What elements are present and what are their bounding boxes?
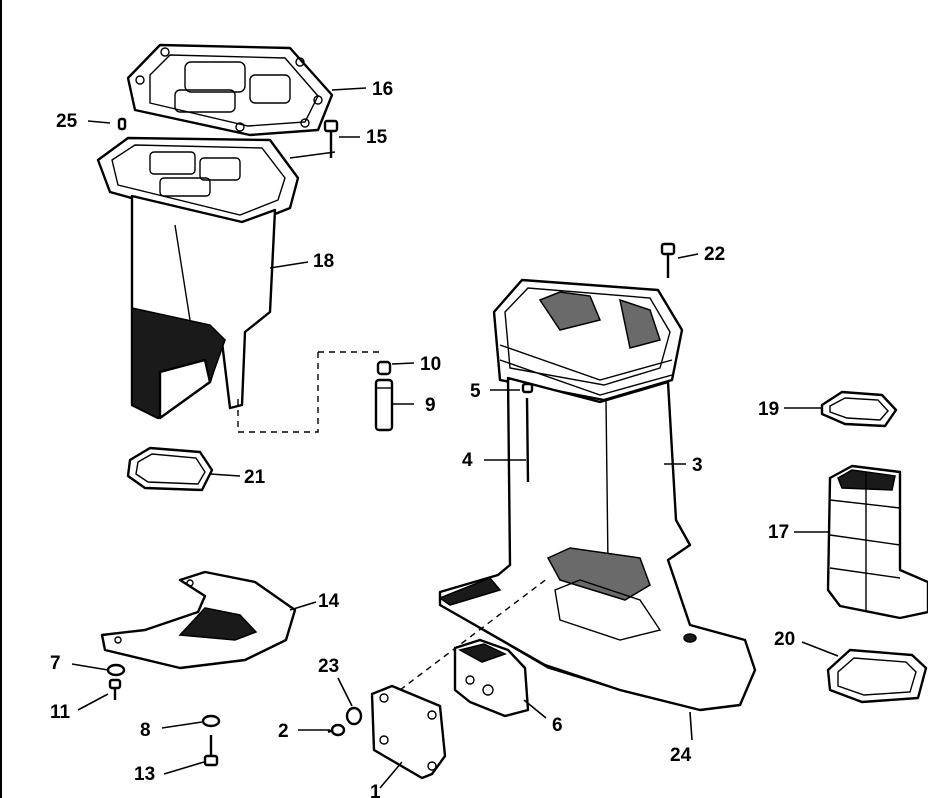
callout-15: 15 — [366, 127, 388, 148]
callout-22: 22 — [704, 244, 725, 265]
part-18-exhaust-housing — [96, 136, 300, 420]
part-22-screw — [660, 242, 676, 278]
part-11-screw — [108, 678, 122, 700]
callout-21: 21 — [244, 467, 266, 488]
part-15-screw — [323, 119, 339, 158]
callout-19: 19 — [758, 399, 779, 420]
callout-10: 10 — [420, 354, 441, 375]
assembly-line-9 — [237, 351, 382, 433]
part-14-plate — [100, 570, 297, 670]
callout-1: 1 — [370, 782, 381, 798]
part-19-seal — [820, 390, 898, 428]
part-1-cover — [370, 684, 447, 780]
callout-7: 7 — [50, 653, 61, 674]
part-7-washer — [106, 663, 126, 677]
callout-6: 6 — [552, 715, 563, 736]
callout-25: 25 — [56, 111, 78, 132]
part-17-sleeve — [826, 464, 928, 620]
part-2-screw — [327, 723, 346, 737]
part-4-stud — [525, 397, 530, 483]
part-3-driveshaft-housing — [438, 278, 757, 712]
part-5-nut — [521, 382, 534, 394]
part-9-tube — [374, 378, 394, 432]
callout-2: 2 — [278, 721, 289, 742]
callout-9: 9 — [425, 395, 436, 416]
callout-20: 20 — [774, 629, 795, 650]
callout-18: 18 — [313, 251, 334, 272]
part-10-dowel — [376, 360, 392, 376]
part-21-seal — [126, 446, 214, 492]
callout-8: 8 — [140, 720, 151, 741]
callout-11: 11 — [50, 702, 71, 723]
callout-17: 17 — [768, 522, 789, 543]
callout-14: 14 — [318, 591, 340, 612]
part-23-washer — [345, 706, 363, 726]
callout-13: 13 — [134, 764, 155, 785]
leader-lines — [71, 87, 839, 789]
part-13-screw — [203, 735, 219, 767]
callout-3: 3 — [692, 455, 703, 476]
part-8-washer — [201, 714, 221, 728]
callout-4: 4 — [462, 450, 473, 471]
part-25-dowel-pin — [117, 117, 127, 131]
part-20-seal — [826, 648, 928, 704]
callout-5: 5 — [470, 381, 481, 402]
part-6-mount — [453, 638, 530, 718]
callout-23: 23 — [318, 656, 339, 677]
callout-16: 16 — [372, 79, 393, 100]
callout-24: 24 — [670, 745, 692, 766]
assembly-line-1 — [399, 577, 549, 691]
part-16-gasket-plate — [126, 43, 334, 137]
